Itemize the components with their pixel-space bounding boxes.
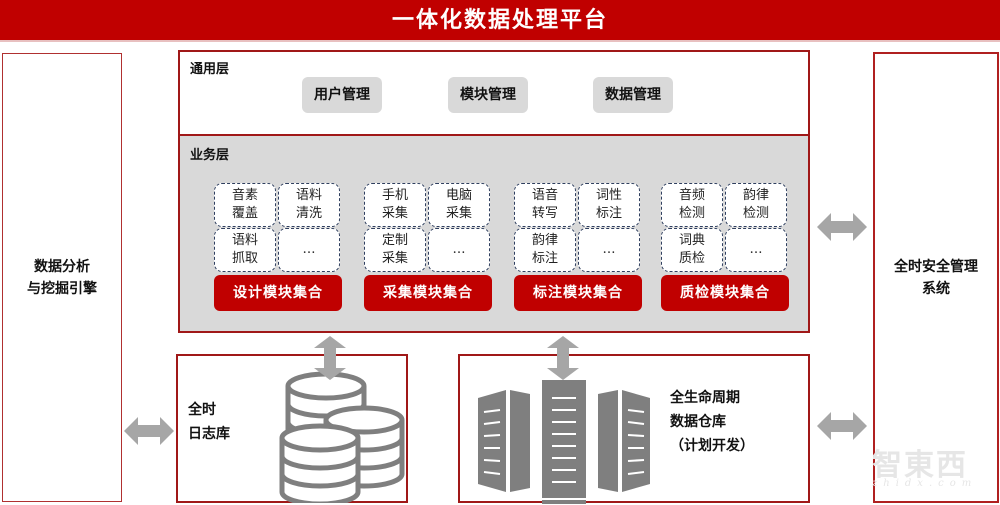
collection-module-group: 手机 采集 电脑 采集 定制 采集 … 采集模块集合: [364, 183, 492, 313]
design-module-button: 设计模块集合: [214, 275, 342, 311]
common-layer: 通用层 用户管理 模块管理 数据管理: [178, 50, 810, 136]
database-stack-icon: [279, 371, 405, 503]
module-cell: 词性 标注: [578, 183, 640, 227]
double-arrow-vertical-icon: [547, 336, 579, 380]
module-cell-more: …: [578, 228, 640, 272]
design-module-group: 音素 覆盖 语料 清洗 语料 抓取 … 设计模块集合: [214, 183, 342, 313]
double-arrow-horizontal-icon: [817, 213, 867, 241]
module-cell-more: …: [428, 228, 490, 272]
qa-module-button: 质检模块集合: [661, 275, 789, 311]
analysis-engine-panel: 数据分析 与挖掘引擎: [2, 53, 122, 502]
module-cell: 韵律 标注: [514, 228, 576, 272]
business-layer-label: 业务层: [190, 148, 230, 163]
module-cell: 语料 清洗: [278, 183, 340, 227]
module-management-pill: 模块管理: [448, 77, 528, 113]
double-arrow-vertical-icon: [314, 336, 346, 380]
server-rack-icon: [478, 380, 650, 504]
module-cell: 韵律 检测: [725, 183, 787, 227]
analysis-engine-label: 数据分析 与挖掘引擎: [27, 258, 97, 297]
annotation-module-button: 标注模块集合: [514, 275, 642, 311]
user-management-pill: 用户管理: [302, 77, 382, 113]
qa-module-group: 音频 检测 韵律 检测 词典 质检 … 质检模块集合: [661, 183, 789, 313]
security-system-panel: 全时安全管理 系统: [873, 52, 999, 503]
module-cell: 手机 采集: [364, 183, 426, 227]
module-cell: 词典 质检: [661, 228, 723, 272]
data-warehouse-label: 全生命周期 数据仓库 （计划开发）: [670, 390, 754, 454]
collection-module-button: 采集模块集合: [364, 275, 492, 311]
module-cell-more: …: [725, 228, 787, 272]
module-cell: 电脑 采集: [428, 183, 490, 227]
log-store-box: 全时 日志库: [176, 354, 408, 503]
module-cell: 语音 转写: [514, 183, 576, 227]
module-cell-more: …: [278, 228, 340, 272]
log-store-label: 全时 日志库: [188, 402, 230, 442]
annotation-module-group: 语音 转写 词性 标注 韵律 标注 … 标注模块集合: [514, 183, 642, 313]
page-title: 一体化数据处理平台: [0, 0, 1000, 40]
watermark-logo: 智東西: [872, 448, 968, 483]
module-cell: 语料 抓取: [214, 228, 276, 272]
business-layer: 业务层 音素 覆盖 语料 清洗 语料 抓取 … 设计模块集合 手机 采集 电脑 …: [178, 134, 810, 333]
data-management-pill: 数据管理: [593, 77, 673, 113]
double-arrow-horizontal-icon: [817, 412, 867, 440]
common-layer-label: 通用层: [190, 62, 230, 77]
module-cell: 音频 检测: [661, 183, 723, 227]
double-arrow-horizontal-icon: [124, 417, 174, 445]
data-warehouse-box: 全生命周期 数据仓库 （计划开发）: [458, 354, 810, 504]
watermark-url: zhidx.com: [872, 478, 978, 489]
module-cell: 音素 覆盖: [214, 183, 276, 227]
module-cell: 定制 采集: [364, 228, 426, 272]
title-divider: [0, 40, 1000, 42]
security-system-label: 全时安全管理 系统: [894, 258, 978, 297]
